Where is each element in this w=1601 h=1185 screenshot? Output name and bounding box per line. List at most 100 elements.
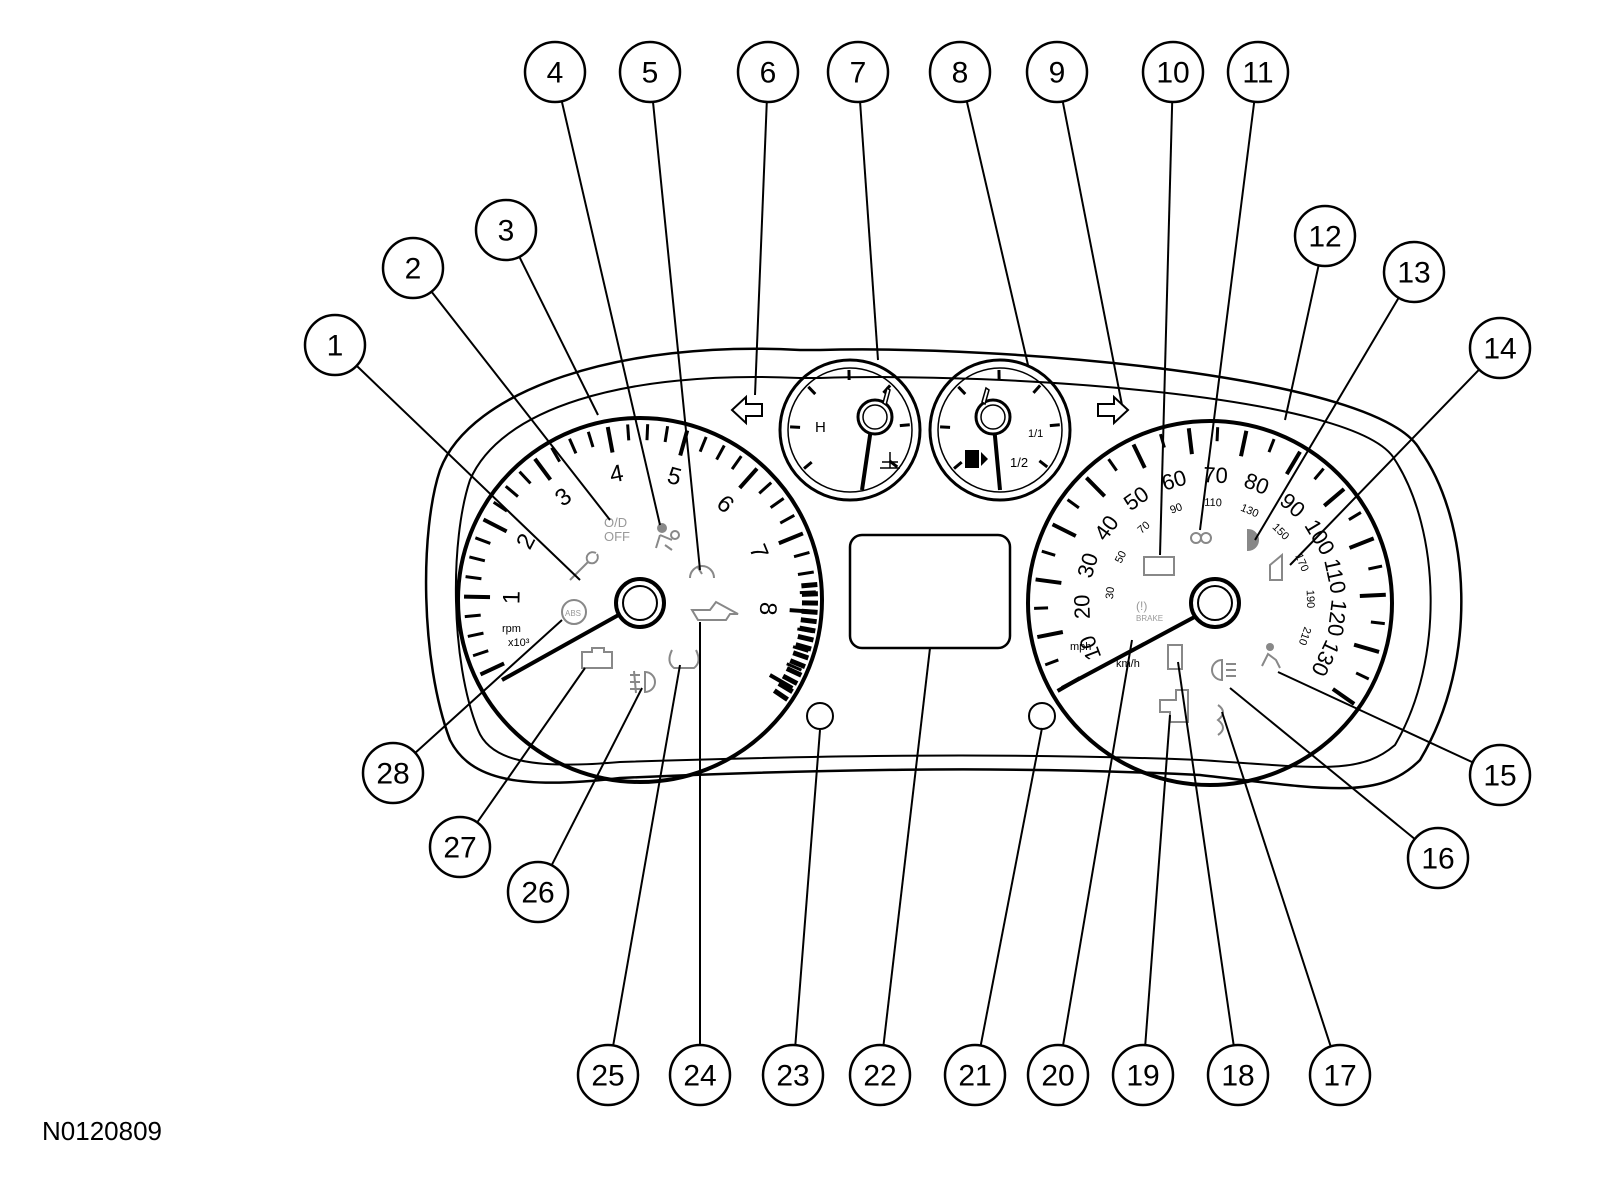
callout-leader-line — [1277, 671, 1474, 764]
speedometer-hub-inner — [1197, 585, 1233, 621]
callout-leader-line — [612, 664, 681, 1046]
gauge-tick — [1032, 384, 1042, 394]
speedometer-tick — [1035, 577, 1062, 585]
callout-circle — [474, 198, 538, 262]
callout-circle — [848, 1043, 912, 1107]
speedometer-tick — [1215, 427, 1220, 442]
tachometer-tick — [779, 514, 796, 525]
tachometer-tick — [463, 594, 491, 600]
speedometer-tick — [1370, 620, 1385, 626]
callout-number: 27 — [443, 832, 476, 865]
speedometer-needle — [1061, 604, 1216, 690]
right-turn-signal-icon — [1097, 394, 1130, 426]
tachometer-tick — [533, 457, 553, 481]
speedometer-mph-number: 30 — [1072, 550, 1103, 581]
tachometer-redline-tick — [772, 688, 789, 702]
temperature-gauge-hot-label: H — [815, 419, 826, 436]
callout-circle — [826, 40, 890, 104]
tachometer-needle — [501, 601, 641, 682]
callout-circle — [928, 40, 992, 104]
callout-leader-line — [965, 100, 1029, 366]
callout-leader-line — [1062, 639, 1133, 1046]
callout-leader-line — [518, 256, 599, 416]
speedometer-dial — [1026, 419, 1394, 787]
callout-circle — [761, 1043, 825, 1107]
fuel-gauge-full-label: 1/1 — [1028, 428, 1043, 440]
tachometer-tick — [568, 438, 578, 454]
callout-number: 2 — [405, 253, 422, 286]
speedometer-tick — [1348, 511, 1362, 521]
callout-number: 25 — [591, 1060, 624, 1093]
tachometer-tick — [464, 613, 481, 619]
message-center-display — [848, 533, 1012, 650]
speedometer-kmh-number: 70 — [1136, 519, 1153, 536]
speedometer-tick — [1051, 522, 1077, 538]
brake-icon-line2: BRAKE — [1136, 614, 1163, 623]
tachometer-tick — [792, 645, 809, 653]
tachometer-tick — [768, 673, 794, 690]
speedometer-tick — [1353, 642, 1380, 654]
callout-leader-line — [979, 727, 1043, 1046]
callout-circle — [1111, 1043, 1175, 1107]
callout-circle — [1293, 204, 1357, 268]
callout-leader-line — [1144, 714, 1171, 1046]
speedometer-kmh-number: 110 — [1204, 497, 1222, 510]
callout-number: 15 — [1483, 760, 1516, 793]
tire-pressure-icon — [668, 649, 700, 669]
speedometer-kmh-number: 150 — [1270, 521, 1291, 542]
tachometer-redline-tick — [801, 608, 818, 615]
callout-circle — [1026, 1043, 1090, 1107]
fuel-pump-icon — [965, 450, 988, 468]
cluster-outer-housing — [424, 347, 1463, 790]
tachometer-redline-tick — [795, 642, 812, 652]
callout-number: 19 — [1126, 1060, 1159, 1093]
tachometer-number: 3 — [550, 483, 577, 513]
speedometer-unit-mph: mph — [1070, 641, 1091, 653]
tachometer-tick — [645, 424, 650, 441]
tachometer-tick — [586, 431, 595, 448]
callout-number: 18 — [1221, 1060, 1254, 1093]
tachometer-number: 7 — [743, 540, 773, 563]
tachometer-tick — [504, 485, 519, 498]
speedometer-kmh-number: 30 — [1104, 586, 1117, 599]
speedometer-tick — [1348, 536, 1375, 550]
tachometer-redline-tick — [789, 658, 806, 669]
callout-leader-line — [1221, 711, 1332, 1047]
callout-number: 4 — [547, 57, 564, 90]
figure-id-label: N0120809 — [42, 1116, 162, 1146]
callout-number: 17 — [1323, 1060, 1356, 1093]
tachometer-dial — [456, 416, 824, 784]
tachometer-tick — [663, 425, 670, 443]
speedometer-mph-number: 100 — [1300, 515, 1340, 559]
tachometer-tick — [518, 470, 532, 485]
callout-circle — [1308, 1043, 1372, 1107]
callout-leader-line — [1061, 101, 1123, 406]
callout-number: 11 — [1242, 57, 1273, 90]
speed-control-icon — [689, 565, 715, 579]
callout-leader-line — [355, 365, 581, 581]
tachometer-tick — [550, 447, 561, 463]
speedometer-kmh-number: 50 — [1113, 549, 1129, 565]
fuel-gauge-half-label: 1/2 — [1010, 455, 1028, 470]
speedometer-tick — [1131, 443, 1147, 469]
coolant-temperature-icon — [880, 452, 900, 469]
tachometer-redline-tick — [800, 617, 817, 625]
callout-circle — [303, 313, 367, 377]
speedometer-mph-number: 130 — [1306, 636, 1344, 680]
tachometer-tick — [758, 481, 773, 495]
callout-number: 26 — [521, 877, 554, 910]
speedometer-tick — [1044, 658, 1059, 667]
callout-number: 21 — [958, 1060, 991, 1093]
speedometer-tick — [1239, 430, 1249, 457]
tachometer-redline-tick — [792, 650, 810, 661]
speedometer-mph-number: 110 — [1319, 556, 1351, 596]
speedometer-mph-number: 50 — [1119, 481, 1153, 516]
tachometer-tick — [626, 424, 631, 441]
airbag-icon — [655, 523, 680, 551]
callout-leader-line — [476, 667, 586, 823]
speedometer-tick — [1285, 450, 1302, 476]
callout-number: 13 — [1397, 257, 1430, 290]
